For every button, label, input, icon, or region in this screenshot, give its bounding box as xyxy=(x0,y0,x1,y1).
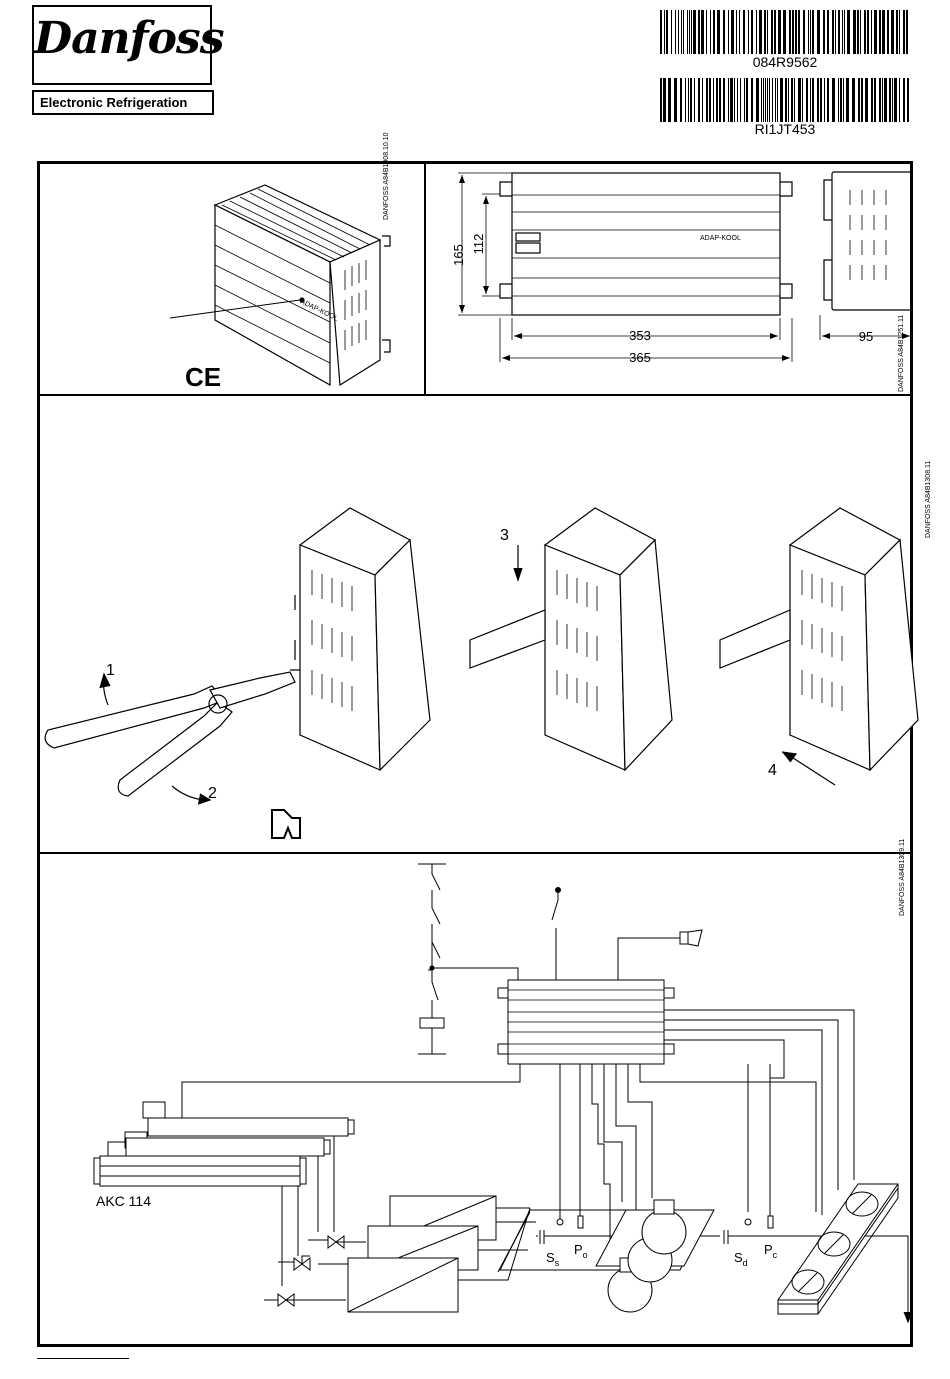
svg-text:Po: Po xyxy=(574,1242,588,1260)
dim-width-inner: 353 xyxy=(629,328,651,343)
ce-mark: CE xyxy=(185,362,221,392)
panel1-ref-right: DANFOSS A84B1251.11 xyxy=(898,315,905,392)
step4-arrow xyxy=(790,756,835,785)
sensor-ss-sub: s xyxy=(555,1258,560,1268)
panel1-ref-left: DANFOSS A84B1008.10.10 xyxy=(383,132,390,220)
rail-symbol xyxy=(272,810,300,838)
din-rail-mounting-drawings xyxy=(45,508,918,838)
footnote-rule xyxy=(37,1358,129,1359)
step-4-label: 4 xyxy=(768,762,777,779)
svg-text:Pc: Pc xyxy=(764,1242,778,1260)
pliers-drawing xyxy=(45,672,295,796)
controller-view-3 xyxy=(720,508,918,770)
step-1-label: 1 xyxy=(106,662,115,679)
condenser xyxy=(778,1184,898,1314)
akc-114-modules xyxy=(94,1102,354,1186)
system-wiring-diagram xyxy=(94,864,912,1322)
sensor-po-sub: o xyxy=(583,1250,588,1260)
sensor-ss-label: S xyxy=(546,1250,555,1265)
panel2-ref: DANFOSS A84B1308.11 xyxy=(925,461,932,538)
step-2-label: 2 xyxy=(208,785,217,802)
dim-depth: 95 xyxy=(859,329,873,344)
svg-text:Ss: Ss xyxy=(546,1250,560,1268)
step-3-label: 3 xyxy=(500,527,509,544)
controller-isometric-drawing xyxy=(170,185,390,385)
sensor-sd-label: S xyxy=(734,1250,743,1265)
sensor-sd-sub: d xyxy=(743,1258,748,1268)
panel3-ref: DANFOSS A84B1309.11 xyxy=(899,839,906,916)
dim-width-outer: 365 xyxy=(629,350,651,365)
step2-arrow xyxy=(172,786,204,800)
evaporators xyxy=(348,1196,496,1312)
sensor-pc-sub: c xyxy=(773,1250,778,1260)
dim-height-outer: 165 xyxy=(451,244,466,266)
dimension-drawing xyxy=(458,172,912,362)
controller-view-2 xyxy=(470,508,672,770)
svg-text:Sd: Sd xyxy=(734,1250,748,1268)
dim-height-inner: 112 xyxy=(471,234,486,255)
panel1-nameplate: ADAP-KOOL xyxy=(700,235,741,242)
akc-114-label: AKC 114 xyxy=(96,1193,151,1209)
controller-view-1 xyxy=(290,508,430,770)
sensor-po-label: P xyxy=(574,1242,583,1257)
sensor-pc-label: P xyxy=(764,1242,773,1257)
